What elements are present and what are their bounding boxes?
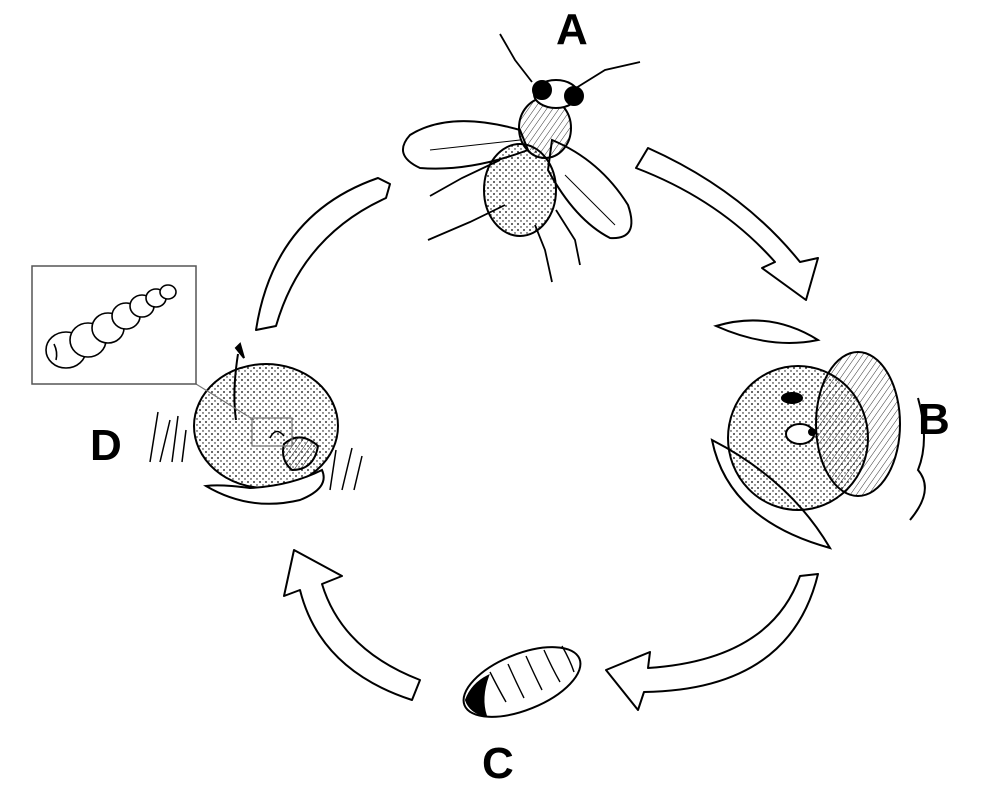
stage-label-d: D: [90, 421, 122, 470]
pupa-illustration: [462, 645, 582, 718]
fly-right-eye: [564, 86, 584, 106]
stage-label-c: C: [482, 739, 514, 788]
zoom-source-box: [251, 417, 293, 447]
fallen-fruit-stem: [233, 353, 239, 421]
fruit-right-half: [815, 351, 901, 497]
larva-inset: [31, 265, 197, 385]
pupa-body: [462, 646, 582, 718]
arrow-d-to-a: [255, 177, 391, 331]
fruit-with-eggs-illustration: [710, 319, 926, 550]
inset-callout-line: [195, 383, 255, 421]
fruit-stem: [909, 397, 926, 521]
fruit-leaf-top: [713, 319, 821, 344]
egg-cluster: [781, 392, 803, 404]
stage-label-b: B: [918, 395, 950, 444]
fly-left-eye: [532, 80, 552, 100]
fruit-rot-spill: [203, 468, 325, 505]
fly-abdomen: [483, 143, 557, 237]
stage-label-a: A: [556, 5, 588, 54]
arrow-c-to-d: [283, 549, 421, 701]
fly-right-wing: [546, 138, 633, 240]
arrow-a-to-b: [635, 147, 819, 301]
arrow-b-to-c: [605, 573, 819, 711]
larva-illustration: [45, 284, 177, 369]
adult-fly-illustration: [401, 33, 641, 283]
pupa-cap: [464, 673, 490, 718]
grass-tufts: [149, 411, 363, 491]
fallen-fruit-body: [193, 363, 339, 489]
fallen-fruit-illustration: [149, 342, 363, 505]
